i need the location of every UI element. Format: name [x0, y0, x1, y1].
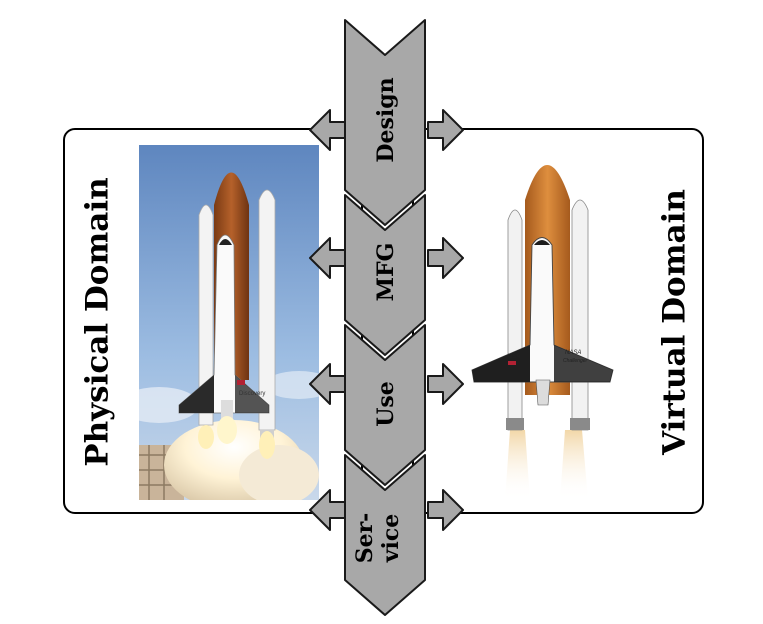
arrow-right-service [427, 489, 464, 531]
chevron-use [344, 324, 426, 486]
chevron-mfg [344, 194, 426, 356]
chevron-service [344, 454, 426, 616]
discovery-decal: Discovery [239, 391, 265, 397]
arrow-right-use [427, 363, 464, 405]
usa-decal: USA [508, 354, 520, 360]
stage-label-line: Design [373, 77, 399, 162]
side-arrows [309, 109, 464, 531]
stage-label-use: Use [373, 381, 399, 427]
shuttle-virtual-model: USA NASA Challenger [471, 165, 614, 500]
stage-label-line: Ser- [352, 513, 378, 564]
shuttle-launch-photo: Discovery [139, 145, 319, 500]
stage-label-line: MFG [373, 243, 399, 302]
stage-label-mfg: MFG [373, 243, 399, 302]
arrow-left-use [309, 363, 346, 405]
stage-label-service: Ser-vice [352, 513, 404, 564]
arrow-left-design [309, 109, 346, 151]
challenger-decal: Challenger [563, 358, 588, 364]
stage-label-line: Use [373, 381, 399, 427]
arrow-right-design [427, 109, 464, 151]
chevron-design [344, 19, 426, 226]
stage-label-line: vice [378, 514, 404, 564]
stage-label-design: Design [373, 77, 399, 162]
nasa-decal: NASA [565, 350, 581, 356]
arrow-right-mfg [427, 237, 464, 279]
arrow-left-service [309, 489, 346, 531]
arrow-left-mfg [309, 237, 346, 279]
